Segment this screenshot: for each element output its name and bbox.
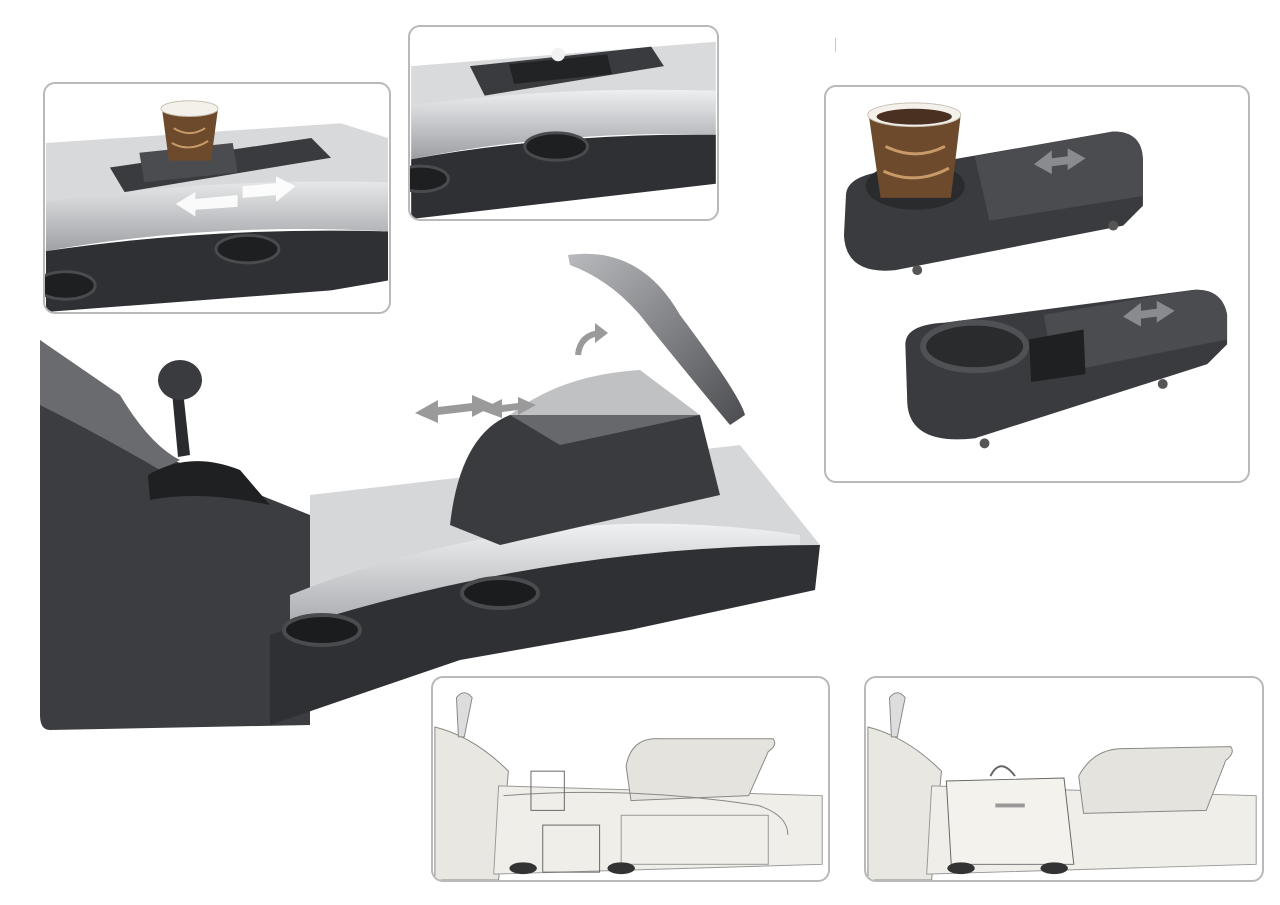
panel-cup-holder-slide bbox=[43, 82, 391, 314]
cup-holder-module-drawing bbox=[843, 102, 1228, 449]
console-tray bbox=[46, 230, 388, 312]
cup-recess bbox=[214, 233, 281, 265]
double-arrow-icon bbox=[175, 176, 296, 217]
double-arrow-icon bbox=[415, 395, 536, 423]
cup-recess bbox=[45, 270, 97, 301]
curved-arrow-icon bbox=[575, 323, 608, 356]
side-view-low-drawing bbox=[434, 692, 823, 880]
panel-side-view-high bbox=[864, 676, 1264, 882]
module-extended bbox=[843, 102, 1143, 276]
center-console-drawing bbox=[40, 253, 820, 730]
armrest-base bbox=[450, 415, 720, 545]
cup-recess bbox=[282, 613, 362, 647]
coffee-cup-icon bbox=[867, 102, 962, 198]
silver-rail bbox=[46, 181, 388, 252]
silver-rail bbox=[411, 89, 716, 160]
coffee-cup-icon bbox=[160, 100, 219, 161]
panel-cup-holder-module bbox=[824, 85, 1250, 483]
side-view-high-drawing bbox=[867, 692, 1257, 880]
armrest-lid bbox=[568, 253, 745, 425]
module-retracted bbox=[905, 289, 1228, 449]
center-console-perspective bbox=[40, 245, 830, 730]
cup-holder-slide-drawing bbox=[45, 100, 388, 312]
cup-recess bbox=[523, 131, 589, 162]
double-arrow-icon bbox=[1034, 148, 1086, 175]
cup-holder-retracted-drawing bbox=[410, 41, 716, 219]
console-tray bbox=[411, 134, 716, 219]
panel-cup-holder-retracted bbox=[408, 25, 719, 221]
cup-recess bbox=[410, 164, 450, 194]
divider-tick bbox=[835, 38, 836, 52]
console-tray bbox=[270, 545, 820, 725]
gear-shifter-icon bbox=[148, 360, 270, 505]
armrest-storage bbox=[510, 370, 700, 445]
double-arrow-icon bbox=[1123, 300, 1175, 327]
cup-recess bbox=[460, 576, 540, 610]
panel-side-view-low bbox=[431, 676, 830, 882]
